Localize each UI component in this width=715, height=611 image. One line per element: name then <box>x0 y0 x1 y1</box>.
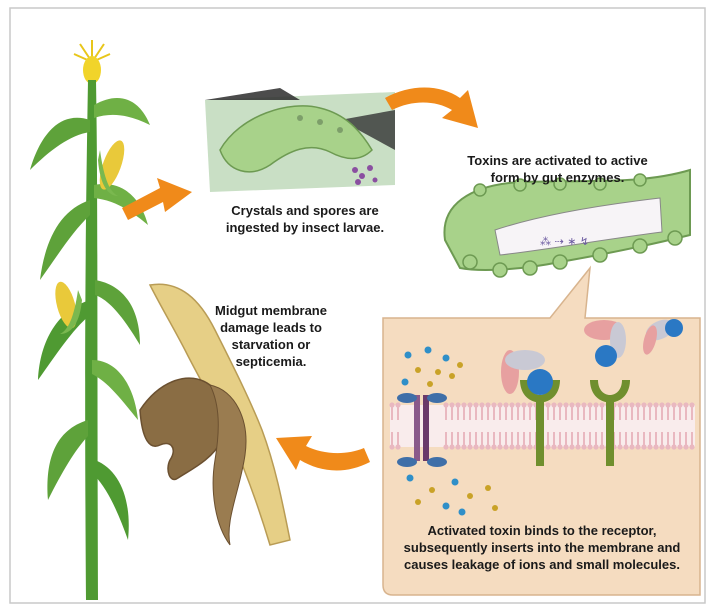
step-2-caption: Toxins are activated to active form by g… <box>455 152 660 186</box>
step-3-caption: Activated toxin binds to the receptor, s… <box>388 522 696 573</box>
step-4-caption: Midgut membrane damage leads to starvati… <box>196 302 346 370</box>
svg-text:⁂ ⇢ ∗ ↯: ⁂ ⇢ ∗ ↯ <box>540 235 589 248</box>
larva-icon <box>205 88 395 192</box>
step-1-caption: Crystals and spores are ingested by inse… <box>205 202 405 236</box>
